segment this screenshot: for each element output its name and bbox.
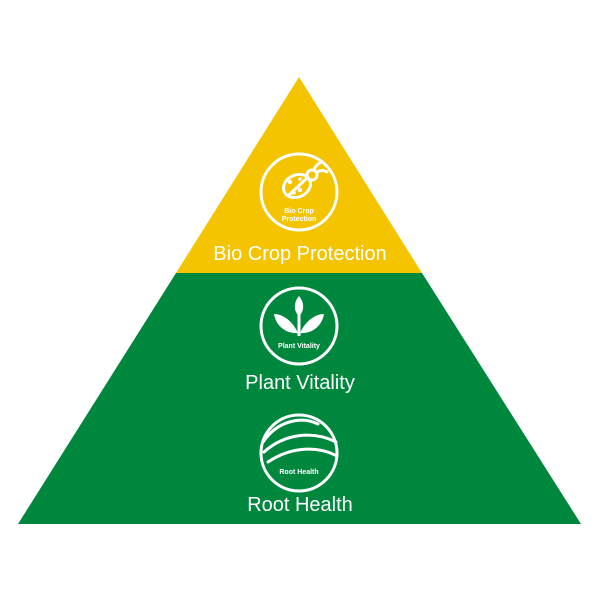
ladybug-icon-text-2: Protection	[282, 216, 317, 223]
tier-label-bio-crop-protection: Bio Crop Protection	[213, 243, 387, 265]
ladybug-icon	[259, 152, 339, 232]
sprout-icon	[259, 286, 339, 366]
sprout-leaves	[274, 296, 324, 336]
tier-label-root-health: Root Health	[247, 494, 353, 516]
sprout-icon-text: Plant Vitality	[278, 343, 320, 350]
soil-layers-icon	[259, 413, 339, 493]
ladybug-icon-text-1: Bio Crop	[284, 208, 314, 215]
tier-label-plant-vitality: Plant Vitality	[245, 372, 355, 394]
ladybug-spots	[287, 177, 303, 195]
soil-layers-icon-text: Root Health	[279, 469, 318, 476]
pyramid-base-tier	[18, 273, 581, 524]
